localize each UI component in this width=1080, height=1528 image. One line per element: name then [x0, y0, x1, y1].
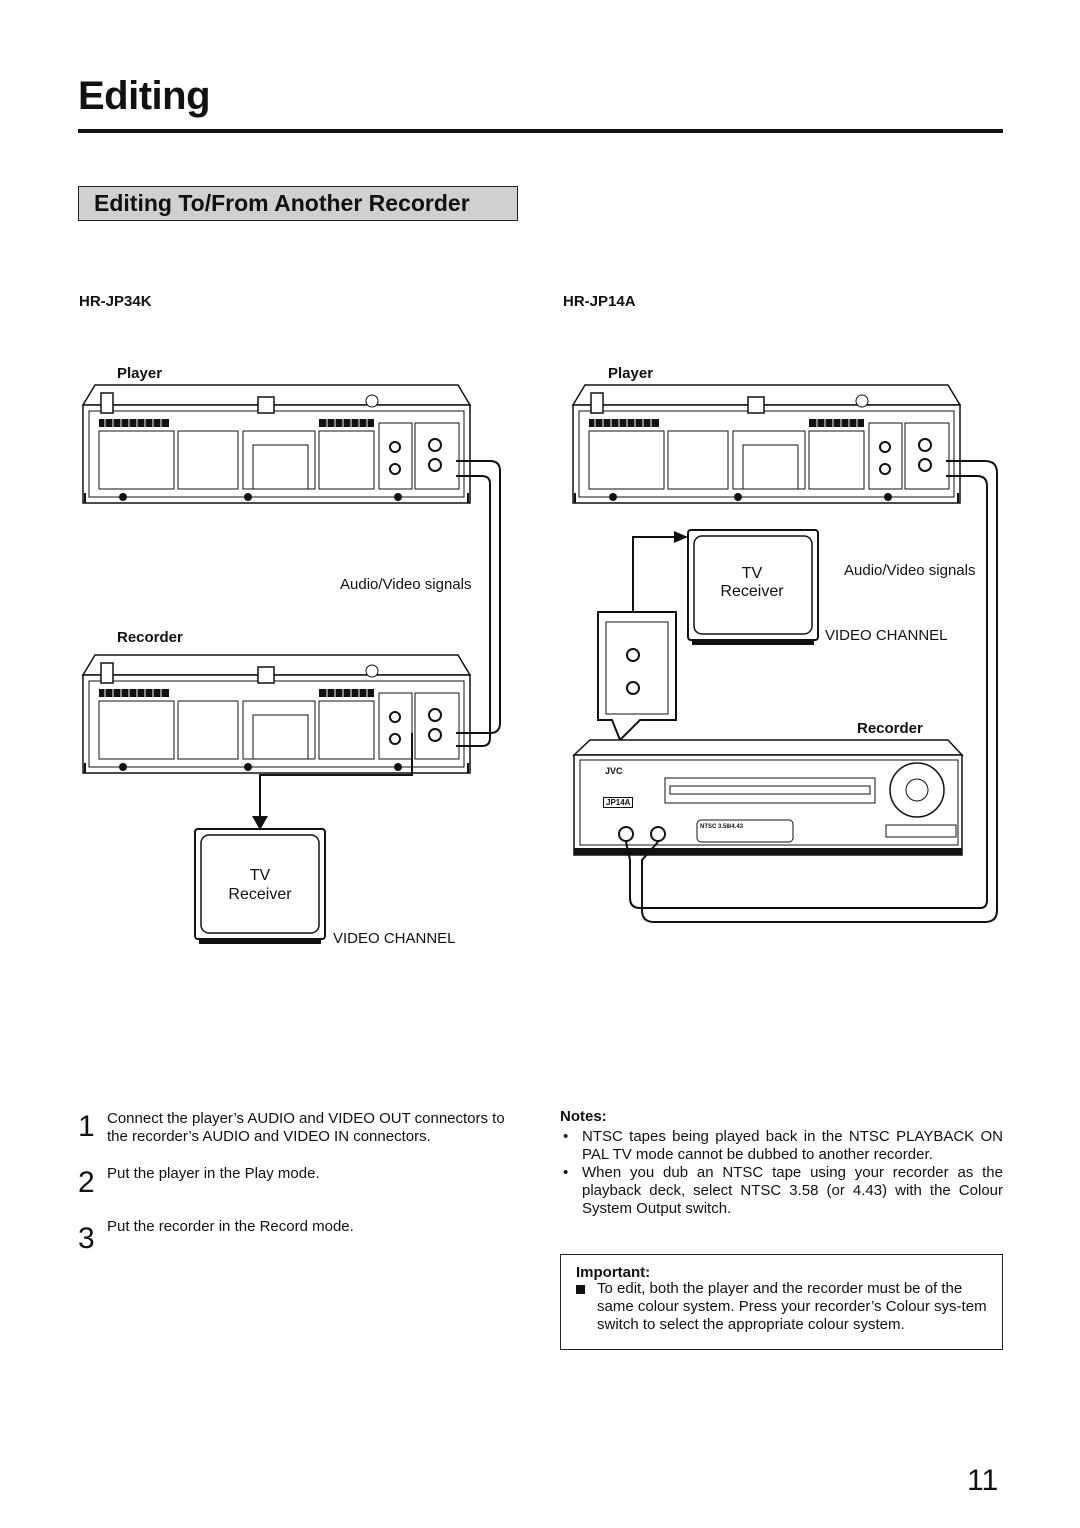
step-2-number: 2 [78, 1166, 95, 1199]
left-recorder-label: Recorder [117, 629, 183, 646]
step-3-number: 3 [78, 1222, 95, 1255]
note-item: NTSC tapes being played back in the NTSC… [582, 1128, 1003, 1163]
notes-title: Notes: [560, 1108, 607, 1125]
note-bullet: • [563, 1128, 569, 1145]
front-model-badge: JP14A [603, 797, 634, 808]
note-item: When you dub an NTSC tape using your rec… [582, 1164, 1003, 1217]
step-3-text: Put the recorder in the Record mode. [107, 1218, 354, 1235]
note-bullet: • [563, 1164, 569, 1181]
left-tv-label: TV [249, 867, 271, 884]
right-video-channel-label: VIDEO CHANNEL [825, 627, 948, 644]
right-signals-label: Audio/Video signals [844, 562, 976, 579]
left-receiver-label: Receiver [228, 886, 292, 903]
right-recorder-label: Recorder [857, 720, 923, 737]
important-title: Important: [576, 1264, 651, 1281]
important-text: To edit, both the player and the recorde… [597, 1280, 987, 1333]
step-1-number: 1 [78, 1110, 95, 1143]
title-rule [78, 129, 1003, 133]
left-player-label: Player [117, 365, 163, 382]
right-receiver-label: Receiver [720, 583, 784, 600]
connection-diagram [82, 384, 998, 945]
square-bullet-icon [576, 1285, 585, 1294]
left-video-channel-label: VIDEO CHANNEL [333, 930, 456, 947]
step-2-text: Put the player in the Play mode. [107, 1165, 320, 1182]
left-signals-label: Audio/Video signals [340, 576, 472, 593]
page-title: Editing [78, 74, 211, 118]
right-tv-label: TV [741, 565, 763, 582]
recorder-front [572, 739, 964, 856]
front-ntsc-label: NTSC 3.58/4.43 [700, 824, 744, 830]
right-player-label: Player [608, 365, 654, 382]
important-box [560, 1254, 1003, 1350]
page-number: 11 [967, 1464, 999, 1497]
right-model-label: HR-JP14A [563, 293, 636, 310]
left-model-label: HR-JP34K [79, 293, 152, 310]
section-title: Editing To/From Another Recorder [78, 186, 518, 221]
front-brand-logo: JVC [605, 766, 623, 776]
step-1-text: Connect the player’s AUDIO and VIDEO OUT… [107, 1110, 505, 1145]
